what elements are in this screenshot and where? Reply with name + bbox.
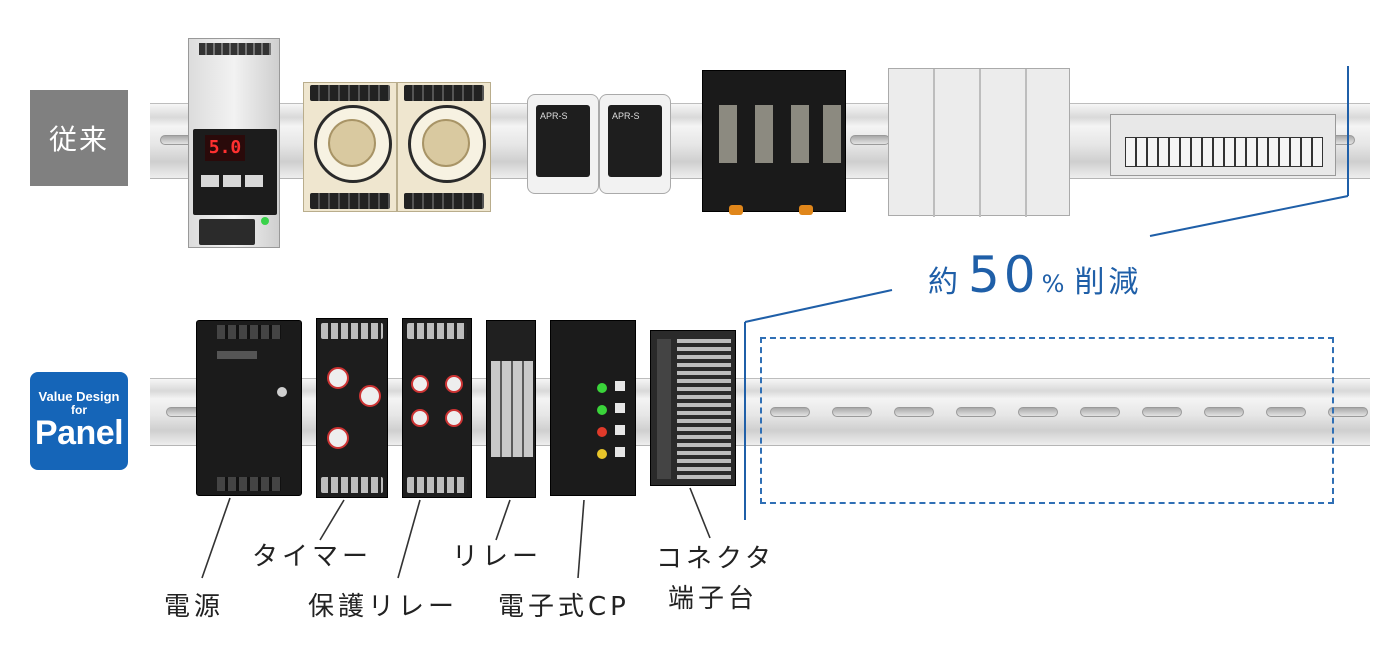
pointer-timer xyxy=(319,499,345,541)
top-relay-block xyxy=(702,70,846,215)
top-power-supply: 5.0 xyxy=(188,38,280,248)
label-terminal-block: 端子台 xyxy=(668,584,759,614)
bottom-relay-block xyxy=(486,320,536,498)
rail-slot xyxy=(770,407,810,417)
pointer-power xyxy=(201,497,231,579)
top-timer xyxy=(397,82,491,212)
rail-slot xyxy=(1328,407,1368,417)
rail-slot xyxy=(832,407,872,417)
top-protective-relay: APR-S xyxy=(527,94,599,194)
label-timer: タイマー xyxy=(252,542,373,572)
freed-space-area xyxy=(760,337,1334,504)
reduction-suffix: 削減 xyxy=(1074,265,1143,300)
conventional-label: 従来 xyxy=(48,123,109,156)
rail-slot xyxy=(1142,407,1182,417)
value-design-for-panel-badge: Value Design for Panel xyxy=(30,372,128,470)
bottom-connector-terminal-block xyxy=(650,330,736,486)
vdp-line3: Panel xyxy=(34,414,124,453)
top-circuit-protector-block xyxy=(888,68,1070,217)
relay-brand: APR-S xyxy=(612,111,640,121)
label-electronic-cp: 電子式CP xyxy=(498,592,630,622)
rail-slot xyxy=(894,407,934,417)
pointer-relay xyxy=(495,499,511,541)
label-relay: リレー xyxy=(452,542,543,572)
label-protective-relay: 保護リレー xyxy=(308,592,459,622)
reduction-leader-bottom xyxy=(744,289,893,323)
rail-slot xyxy=(1018,407,1058,417)
psu-display: 5.0 xyxy=(205,135,245,161)
pointer-protective-relay xyxy=(397,499,421,579)
bottom-protective-relay xyxy=(402,318,472,498)
reduction-prefix: 約 xyxy=(928,265,958,300)
top-timer xyxy=(303,82,397,212)
rail-slot xyxy=(1204,407,1244,417)
bottom-power-supply xyxy=(196,320,302,496)
label-connector: コネクタ xyxy=(656,544,775,574)
top-terminal-block xyxy=(1110,114,1336,176)
reduction-leader-top xyxy=(1149,195,1349,237)
vdp-line2: for xyxy=(71,402,87,417)
bottom-timer xyxy=(316,318,388,498)
relay-brand: APR-S xyxy=(540,111,568,121)
bottom-electronic-cp xyxy=(550,320,636,496)
vdp-line1: Value Design xyxy=(38,389,120,405)
conventional-badge: 従来 xyxy=(30,90,128,186)
label-power: 電源 xyxy=(164,592,225,622)
reduction-callout: 約 50 % 削減 xyxy=(928,246,1142,304)
top-protective-relay: APR-S xyxy=(599,94,671,194)
rail-slot xyxy=(1266,407,1306,417)
reduction-number: 50 xyxy=(968,246,1040,304)
pointer-electronic-cp xyxy=(577,499,585,579)
reduction-unit: % xyxy=(1041,270,1065,298)
rail-slot xyxy=(956,407,996,417)
pointer-connector xyxy=(689,487,711,539)
rail-slot xyxy=(1080,407,1120,417)
